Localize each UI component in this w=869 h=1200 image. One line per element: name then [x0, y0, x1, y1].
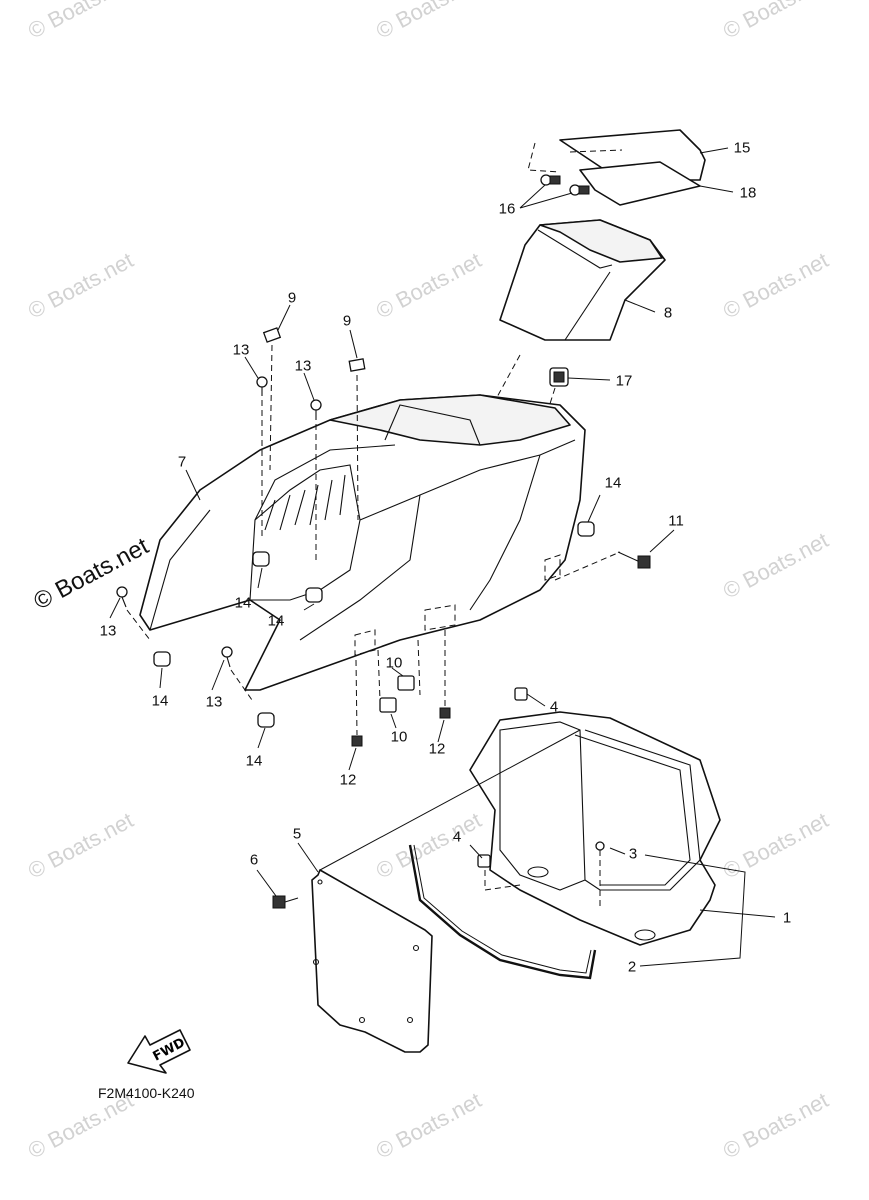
callout-12: 12: [428, 740, 446, 758]
diagram-code: F2M4100-K240: [98, 1085, 195, 1101]
part-6-screw: [272, 895, 299, 909]
part-7-deck-cover: [139, 394, 586, 691]
part-11-screw: [617, 551, 651, 569]
part-14-grommet: [153, 521, 595, 728]
part-17-clip: [549, 367, 569, 387]
part-2-seal-strip: [408, 844, 597, 980]
part-13-pin: [116, 376, 322, 668]
part-16-fastener: [540, 174, 590, 196]
callout-5: 5: [292, 825, 302, 843]
callout-9: 9: [287, 289, 297, 307]
callout-13: 13: [205, 693, 223, 711]
callout-3: 3: [628, 845, 638, 863]
callout-18: 18: [739, 184, 757, 202]
part-5-cover-plate: [311, 869, 433, 1053]
part-9-clip: [262, 327, 366, 372]
callout-14: 14: [234, 594, 252, 612]
callout-1: 1: [782, 909, 792, 927]
part-18-gasket: [579, 161, 701, 206]
leader-lines: [109, 147, 776, 967]
callout-7: 7: [177, 453, 187, 471]
callout-13: 13: [232, 341, 250, 359]
callout-2: 2: [627, 958, 637, 976]
fwd-arrow-icon: FWD: [127, 1029, 191, 1074]
callout-9: 9: [342, 312, 352, 330]
callout-14: 14: [245, 752, 263, 770]
part-4-screw: [477, 687, 528, 868]
callout-4: 4: [549, 698, 559, 716]
callout-14: 14: [267, 612, 285, 630]
callout-17: 17: [615, 372, 633, 390]
callout-13: 13: [99, 622, 117, 640]
part-12-bolt: [351, 707, 451, 747]
callout-16: 16: [498, 200, 516, 218]
callout-10: 10: [385, 654, 403, 672]
callout-10: 10: [390, 728, 408, 746]
callout-14: 14: [151, 692, 169, 710]
callout-15: 15: [733, 139, 751, 157]
callout-13: 13: [294, 357, 312, 375]
part-10-nut: [379, 675, 415, 713]
callout-6: 6: [249, 851, 259, 869]
part-8-storage-bin: [499, 219, 666, 341]
callout-4: 4: [452, 828, 462, 846]
callout-12: 12: [339, 771, 357, 789]
part-1-storage-tub: [469, 711, 721, 946]
callout-14: 14: [604, 474, 622, 492]
callout-11: 11: [668, 512, 684, 530]
callout-8: 8: [663, 304, 673, 322]
